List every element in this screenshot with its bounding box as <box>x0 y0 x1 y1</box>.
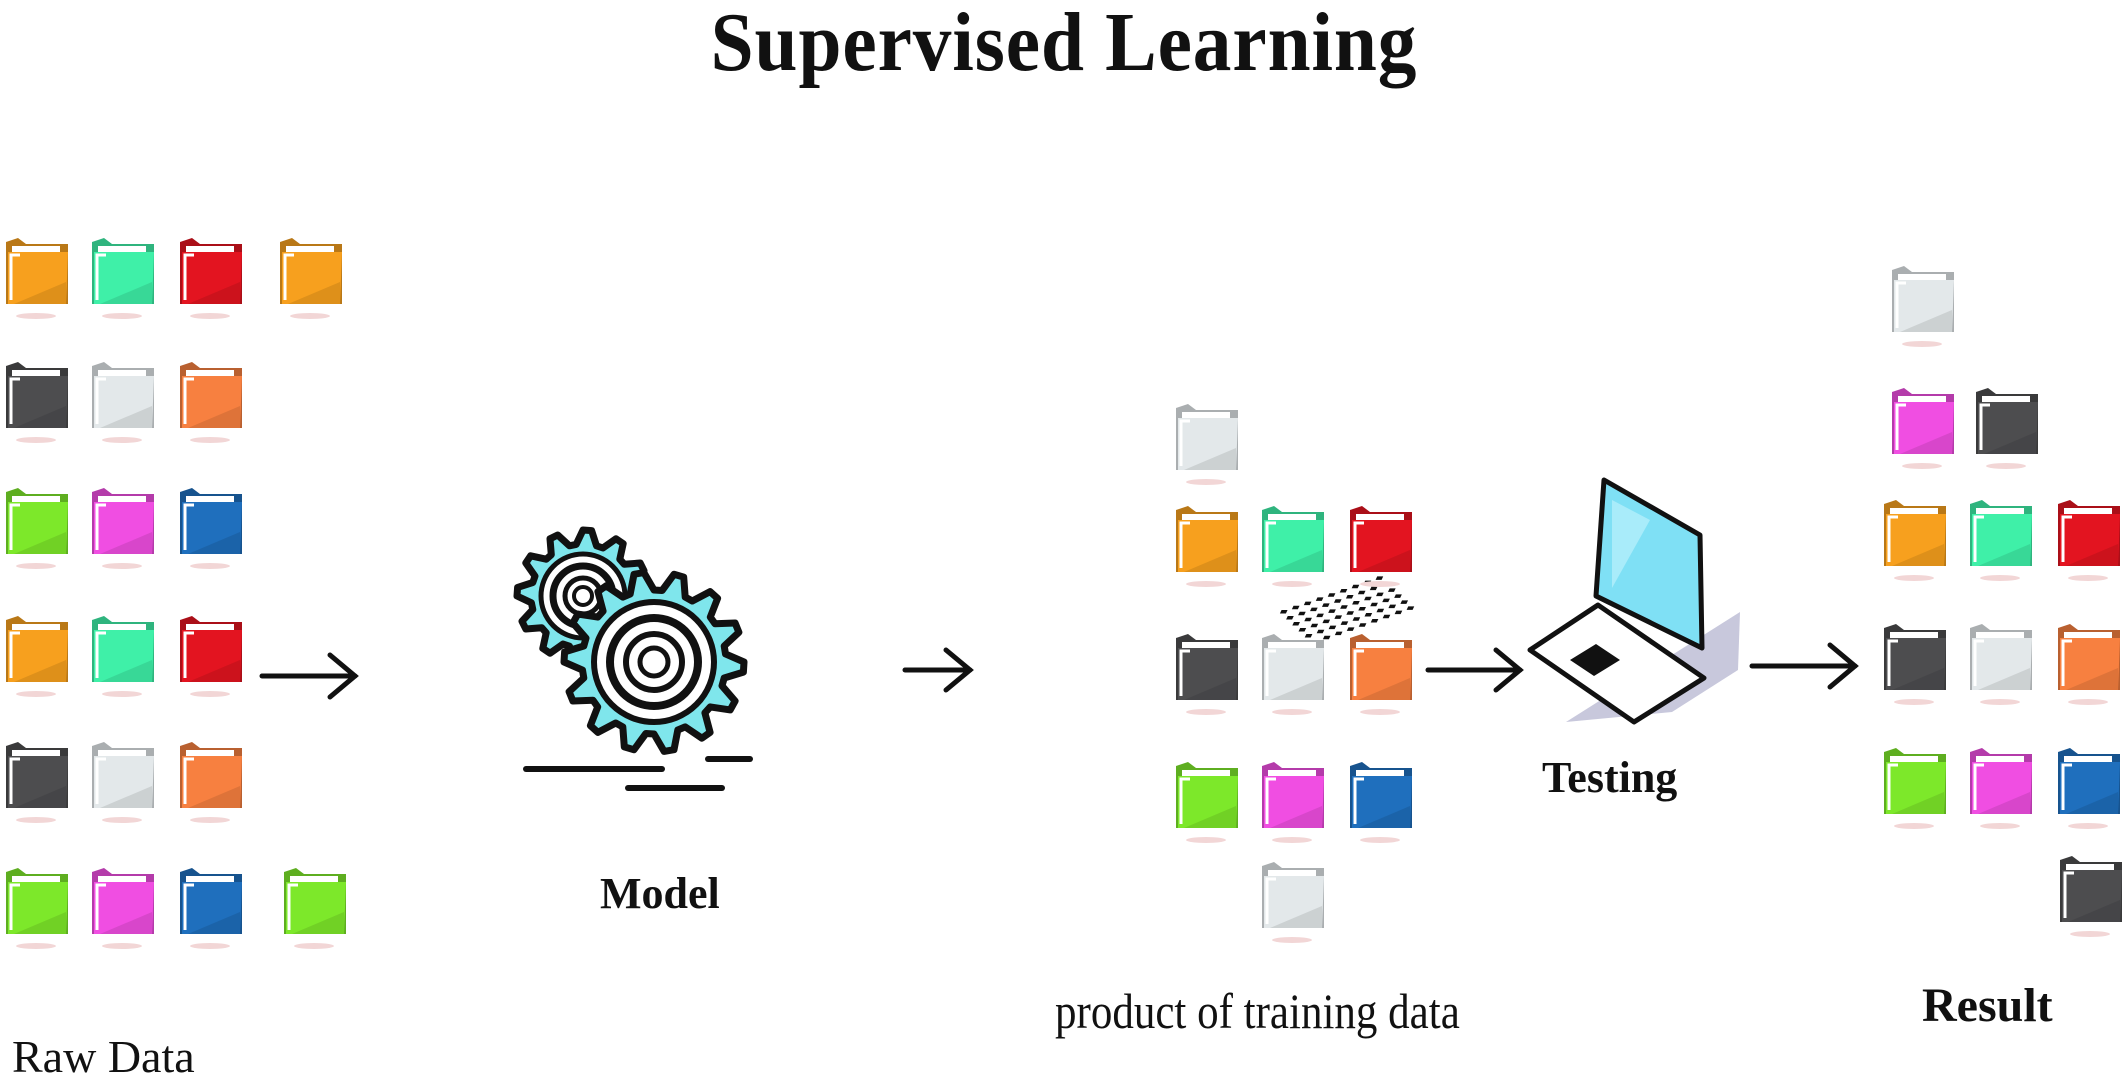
folder-icon <box>2058 624 2120 705</box>
folder-icon <box>2060 856 2122 937</box>
product-label: product of training data <box>1055 983 1460 1039</box>
folder-icon <box>92 868 154 949</box>
folder-icon <box>1350 506 1412 587</box>
folder-icon <box>1970 500 2032 581</box>
folder-icon <box>6 616 68 697</box>
folder-icon <box>284 868 346 949</box>
folder-icon <box>180 488 242 569</box>
folder-icon <box>1176 634 1238 715</box>
folder-icon <box>2058 500 2120 581</box>
folder-icon <box>1970 624 2032 705</box>
folder-icon <box>6 742 68 823</box>
folder-icon <box>1176 404 1238 485</box>
arrow-testing-to-result <box>1749 642 1859 690</box>
folder-icon <box>6 488 68 569</box>
folder-icon <box>1970 748 2032 829</box>
folder-icon <box>1892 388 1954 469</box>
folder-icon <box>92 742 154 823</box>
folder-icon <box>1350 762 1412 843</box>
folder-icon <box>1176 762 1238 843</box>
folder-icon <box>180 868 242 949</box>
folder-icon <box>180 362 242 443</box>
folder-icon <box>280 238 342 319</box>
folder-icon <box>180 238 242 319</box>
folder-icon <box>1884 500 1946 581</box>
folder-icon <box>92 362 154 443</box>
folder-icon <box>92 238 154 319</box>
folder-icon <box>180 742 242 823</box>
folder-icon <box>1892 266 1954 347</box>
raw-data-label: Raw Data <box>12 1031 195 1082</box>
folder-icon <box>180 616 242 697</box>
folder-icon <box>6 238 68 319</box>
folder-icon <box>1262 762 1324 843</box>
arrow-raw-to-model <box>259 652 359 700</box>
result-folders <box>1884 266 2122 937</box>
folder-icon <box>1262 634 1324 715</box>
product-folders <box>1176 404 1412 943</box>
folder-icon <box>6 362 68 443</box>
folder-icon <box>1262 506 1324 587</box>
folder-icon <box>1884 624 1946 705</box>
raw-data-folders <box>6 238 346 949</box>
folder-icon <box>1976 388 2038 469</box>
gears-icon <box>513 526 748 755</box>
folder-icon <box>92 488 154 569</box>
folder-icon <box>1176 506 1238 587</box>
arrow-model-to-product <box>902 647 974 693</box>
diagram-title: Supervised Learning <box>710 0 1418 89</box>
testing-label: Testing <box>1542 753 1678 802</box>
folder-icon <box>6 868 68 949</box>
folder-icon <box>2058 748 2120 829</box>
folder-icon <box>1884 748 1946 829</box>
arrow-product-to-testing <box>1425 647 1524 693</box>
folder-icon <box>1350 634 1412 715</box>
folder-icon <box>1262 862 1324 943</box>
result-label: Result <box>1922 979 2053 1032</box>
motion-lines-icon <box>523 756 753 791</box>
laptop-icon <box>1279 477 1740 725</box>
folder-icon <box>92 616 154 697</box>
model-label: Model <box>600 869 720 918</box>
